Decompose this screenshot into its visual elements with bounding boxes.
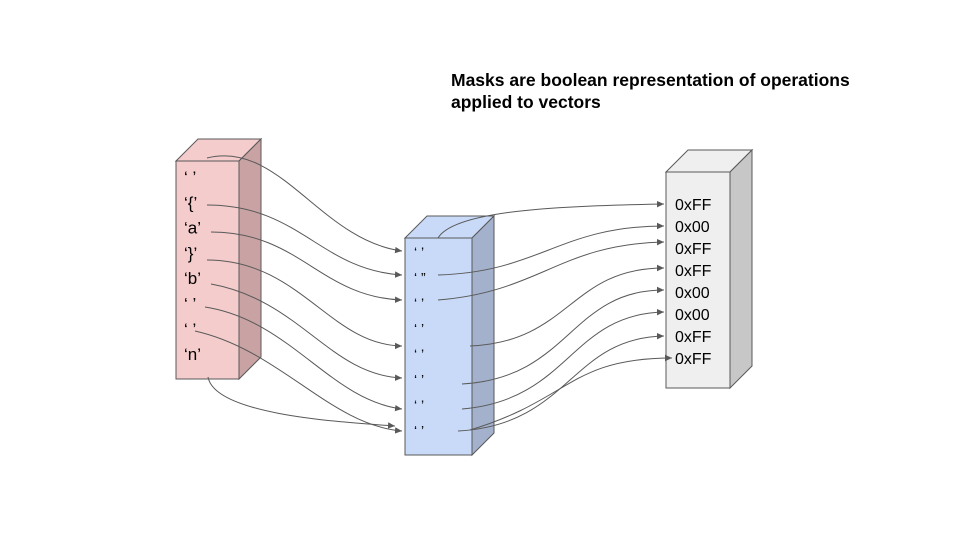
middle-item-5: ‘ ’ [414,346,424,362]
diagram-title: Masks are boolean representation of oper… [451,70,850,112]
mask-value-7: 0xFF [675,329,712,346]
middle-item-3: ‘ ’ [414,295,424,311]
input-item-3: ‘a’ [184,219,201,238]
input-item-2: ‘{’ [184,193,197,212]
arrow-input-5 [210,283,403,381]
input-item-5: ‘b’ [184,269,201,288]
mask-value-1: 0xFF [675,197,712,214]
input-item-1: ‘ ’ [184,168,196,187]
input-vector-block [174,137,263,381]
mask-vector-side [729,148,753,390]
mask-value-8: 0xFF [675,351,712,368]
input-item-4: ‘}’ [184,244,197,263]
arrow-mask-1 [437,200,665,239]
input-item-7: ‘ ’ [184,320,196,339]
middle-to-mask-arrows [437,200,673,432]
mask-value-3: 0xFF [675,241,712,258]
mask-value-5: 0x00 [675,285,710,302]
middle-vector-block [403,214,496,457]
input-vector-side [238,137,262,381]
arrow-mask-3 [437,238,665,301]
middle-item-6: ‘ ’ [414,372,424,388]
arrow-input-1 [206,155,403,254]
middle-item-2: ‘ ” [414,270,426,286]
middle-vector-front [404,237,473,456]
mask-vector-block [664,148,754,390]
mask-value-4: 0xFF [675,263,712,280]
input-vector-labels: ‘ ’ ‘{’ ‘a’ ‘}’ ‘b’ ‘ ’ ‘ ’ ‘n’ [184,168,201,364]
mask-value-6: 0x00 [675,307,710,324]
middle-vector-labels: ‘ ’ ‘ ” ‘ ’ ‘ ’ ‘ ’ ‘ ’ ‘ ’ ‘ ’ [414,244,426,439]
arrow-input-2 [206,204,403,278]
mask-value-2: 0x00 [675,219,710,236]
middle-item-8: ‘ ’ [414,423,424,439]
input-item-6: ‘ ’ [184,295,196,314]
middle-item-4: ‘ ’ [414,321,424,337]
arrow-input-4 [206,259,403,350]
middle-item-7: ‘ ’ [414,397,424,413]
arrow-mask-2 [437,222,665,276]
input-vector-front [175,160,240,380]
arrow-mask-4 [469,264,665,347]
mask-vector-labels: 0xFF 0x00 0xFF 0xFF 0x00 0x00 0xFF 0xFF [675,197,712,368]
arrow-input-3 [210,231,403,303]
middle-vector-side [471,214,495,457]
middle-item-1: ‘ ’ [414,244,424,260]
arrow-mask-5 [461,286,665,385]
input-item-8: ‘n’ [184,345,201,364]
arrow-mask-8 [469,354,673,431]
arrow-input-7 [194,330,403,434]
input-to-middle-arrows [194,155,403,434]
arrow-mask-6 [461,308,665,410]
arrow-input-8 [207,376,396,429]
arrow-input-6 [204,306,403,412]
mask-vector-front [665,171,731,389]
arrow-mask-7 [457,332,665,432]
